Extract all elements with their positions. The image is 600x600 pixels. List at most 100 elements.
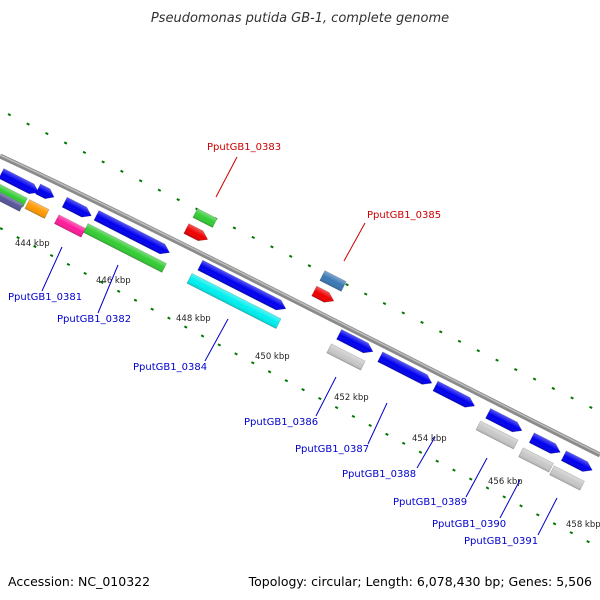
- scale-label: 456 kbp: [488, 477, 523, 487]
- tick-mark: [569, 531, 574, 535]
- tick-mark: [351, 414, 356, 419]
- tick-mark: [570, 396, 574, 400]
- gene-cds[interactable]: [61, 196, 94, 220]
- tick-mark: [26, 122, 30, 126]
- gene-label-PputGB1_0388[interactable]: PputGB1_0388: [342, 469, 416, 480]
- gene-label-PputGB1_0384[interactable]: PputGB1_0384: [133, 362, 207, 373]
- tick-mark: [476, 349, 481, 353]
- gene-cog-bar[interactable]: [475, 420, 519, 450]
- tick-mark: [176, 198, 180, 202]
- gene-cds[interactable]: [197, 259, 289, 313]
- tick-mark: [552, 522, 557, 526]
- gene-cds[interactable]: [377, 351, 435, 388]
- gene-cds[interactable]: [560, 450, 595, 475]
- tick-mark: [485, 486, 490, 490]
- map-title: Pseudomonas putida GB-1, complete genome: [151, 11, 449, 26]
- tick-mark: [514, 368, 518, 372]
- tick-mark: [120, 169, 124, 173]
- gene-cds[interactable]: [528, 432, 563, 457]
- gene-cog-bar[interactable]: [518, 447, 554, 473]
- gene-cog-bar[interactable]: [326, 343, 366, 371]
- tick-mark: [251, 235, 255, 239]
- tick-mark: [138, 179, 143, 183]
- tick-mark: [16, 236, 20, 240]
- scale-labels: 444 kbp 446 kbp 448 kbp 450 kbp 452 kbp …: [15, 239, 600, 530]
- gene-rna[interactable]: [183, 223, 210, 245]
- gene-cds[interactable]: [432, 380, 477, 411]
- gene-label-PputGB1_0387[interactable]: PputGB1_0387: [295, 444, 369, 455]
- accession-text: Accession: NC_010322: [8, 574, 150, 589]
- scale-label: 444 kbp: [15, 239, 50, 249]
- gene-rna[interactable]: [311, 285, 337, 306]
- gene-cog-bar[interactable]: [549, 465, 585, 491]
- gene-label-PputGB1_0385[interactable]: PputGB1_0385: [367, 210, 441, 221]
- gene-label-PputGB1_0391[interactable]: PputGB1_0391: [464, 536, 538, 547]
- gene-label-PputGB1_0383[interactable]: PputGB1_0383: [207, 142, 281, 153]
- tick-mark: [267, 370, 272, 374]
- tick-mark: [183, 325, 188, 329]
- tick-mark: [457, 339, 462, 343]
- scale-label: 454 kbp: [412, 434, 447, 444]
- tick-mark: [150, 307, 155, 311]
- gene-cds[interactable]: [485, 408, 525, 435]
- tick-mark: [345, 283, 349, 287]
- tick-mark: [63, 141, 68, 145]
- gene-cog-bar[interactable]: [0, 190, 24, 212]
- tick-mark: [307, 264, 312, 268]
- tick-mark: [270, 245, 274, 249]
- tick-mark: [334, 405, 339, 410]
- genome-backbone: [0, 153, 600, 458]
- gene-cog-bar[interactable]: [319, 270, 347, 292]
- gene-label-PputGB1_0381[interactable]: PputGB1_0381: [8, 292, 82, 303]
- scale-label: 452 kbp: [334, 393, 369, 403]
- tick-mark: [232, 226, 237, 230]
- tick-mark: [116, 289, 121, 293]
- gene-cog-bar[interactable]: [53, 214, 87, 238]
- scale-label: 458 kbp: [566, 520, 600, 530]
- tick-mark: [45, 131, 49, 136]
- tick-mark: [532, 377, 537, 381]
- tick-mark: [551, 386, 556, 391]
- gene-labels: PputGB1_0381 PputGB1_0382 PputGB1_0383 P…: [8, 142, 538, 547]
- gene-label-PputGB1_0389[interactable]: PputGB1_0389: [393, 497, 467, 508]
- tick-mark: [502, 495, 507, 499]
- tick-mark: [33, 245, 37, 249]
- tick-mark: [288, 254, 293, 258]
- gene-cds[interactable]: [336, 329, 376, 356]
- tick-mark: [385, 432, 389, 436]
- tick-mark: [589, 405, 593, 409]
- tick-mark: [363, 292, 368, 296]
- gene-cds[interactable]: [93, 210, 172, 257]
- tick-mark: [519, 504, 523, 508]
- tick-mark: [83, 271, 87, 275]
- gene-label-PputGB1_0382[interactable]: PputGB1_0382: [57, 314, 131, 325]
- tick-mark: [401, 441, 406, 445]
- scale-label: 450 kbp: [255, 352, 290, 362]
- tick-mark: [7, 113, 12, 117]
- tick-mark: [382, 301, 387, 306]
- tick-mark: [318, 397, 322, 401]
- gene-cog-bar[interactable]: [24, 199, 50, 219]
- tick-mark: [536, 513, 540, 517]
- gene-cog-bar[interactable]: [186, 272, 282, 330]
- scale-label: 448 kbp: [176, 314, 211, 324]
- tick-mark: [495, 358, 499, 362]
- gene-label-PputGB1_0390[interactable]: PputGB1_0390: [432, 519, 506, 530]
- gene-cog-bar[interactable]: [192, 208, 218, 228]
- tick-mark: [452, 468, 456, 472]
- gene-cds[interactable]: [0, 168, 41, 198]
- tick-mark: [586, 540, 590, 544]
- tick-mark: [0, 227, 4, 231]
- tick-mark: [420, 320, 424, 324]
- tick-mark: [49, 253, 54, 258]
- gene-label-PputGB1_0386[interactable]: PputGB1_0386: [244, 417, 318, 428]
- tick-mark: [284, 379, 289, 383]
- gene-cog-bar[interactable]: [83, 223, 167, 273]
- tick-mark: [101, 160, 105, 164]
- gene-cog-bar[interactable]: [0, 182, 28, 208]
- tick-mark: [167, 316, 171, 320]
- gene-cds[interactable]: [35, 183, 56, 202]
- tick-mark: [438, 330, 443, 334]
